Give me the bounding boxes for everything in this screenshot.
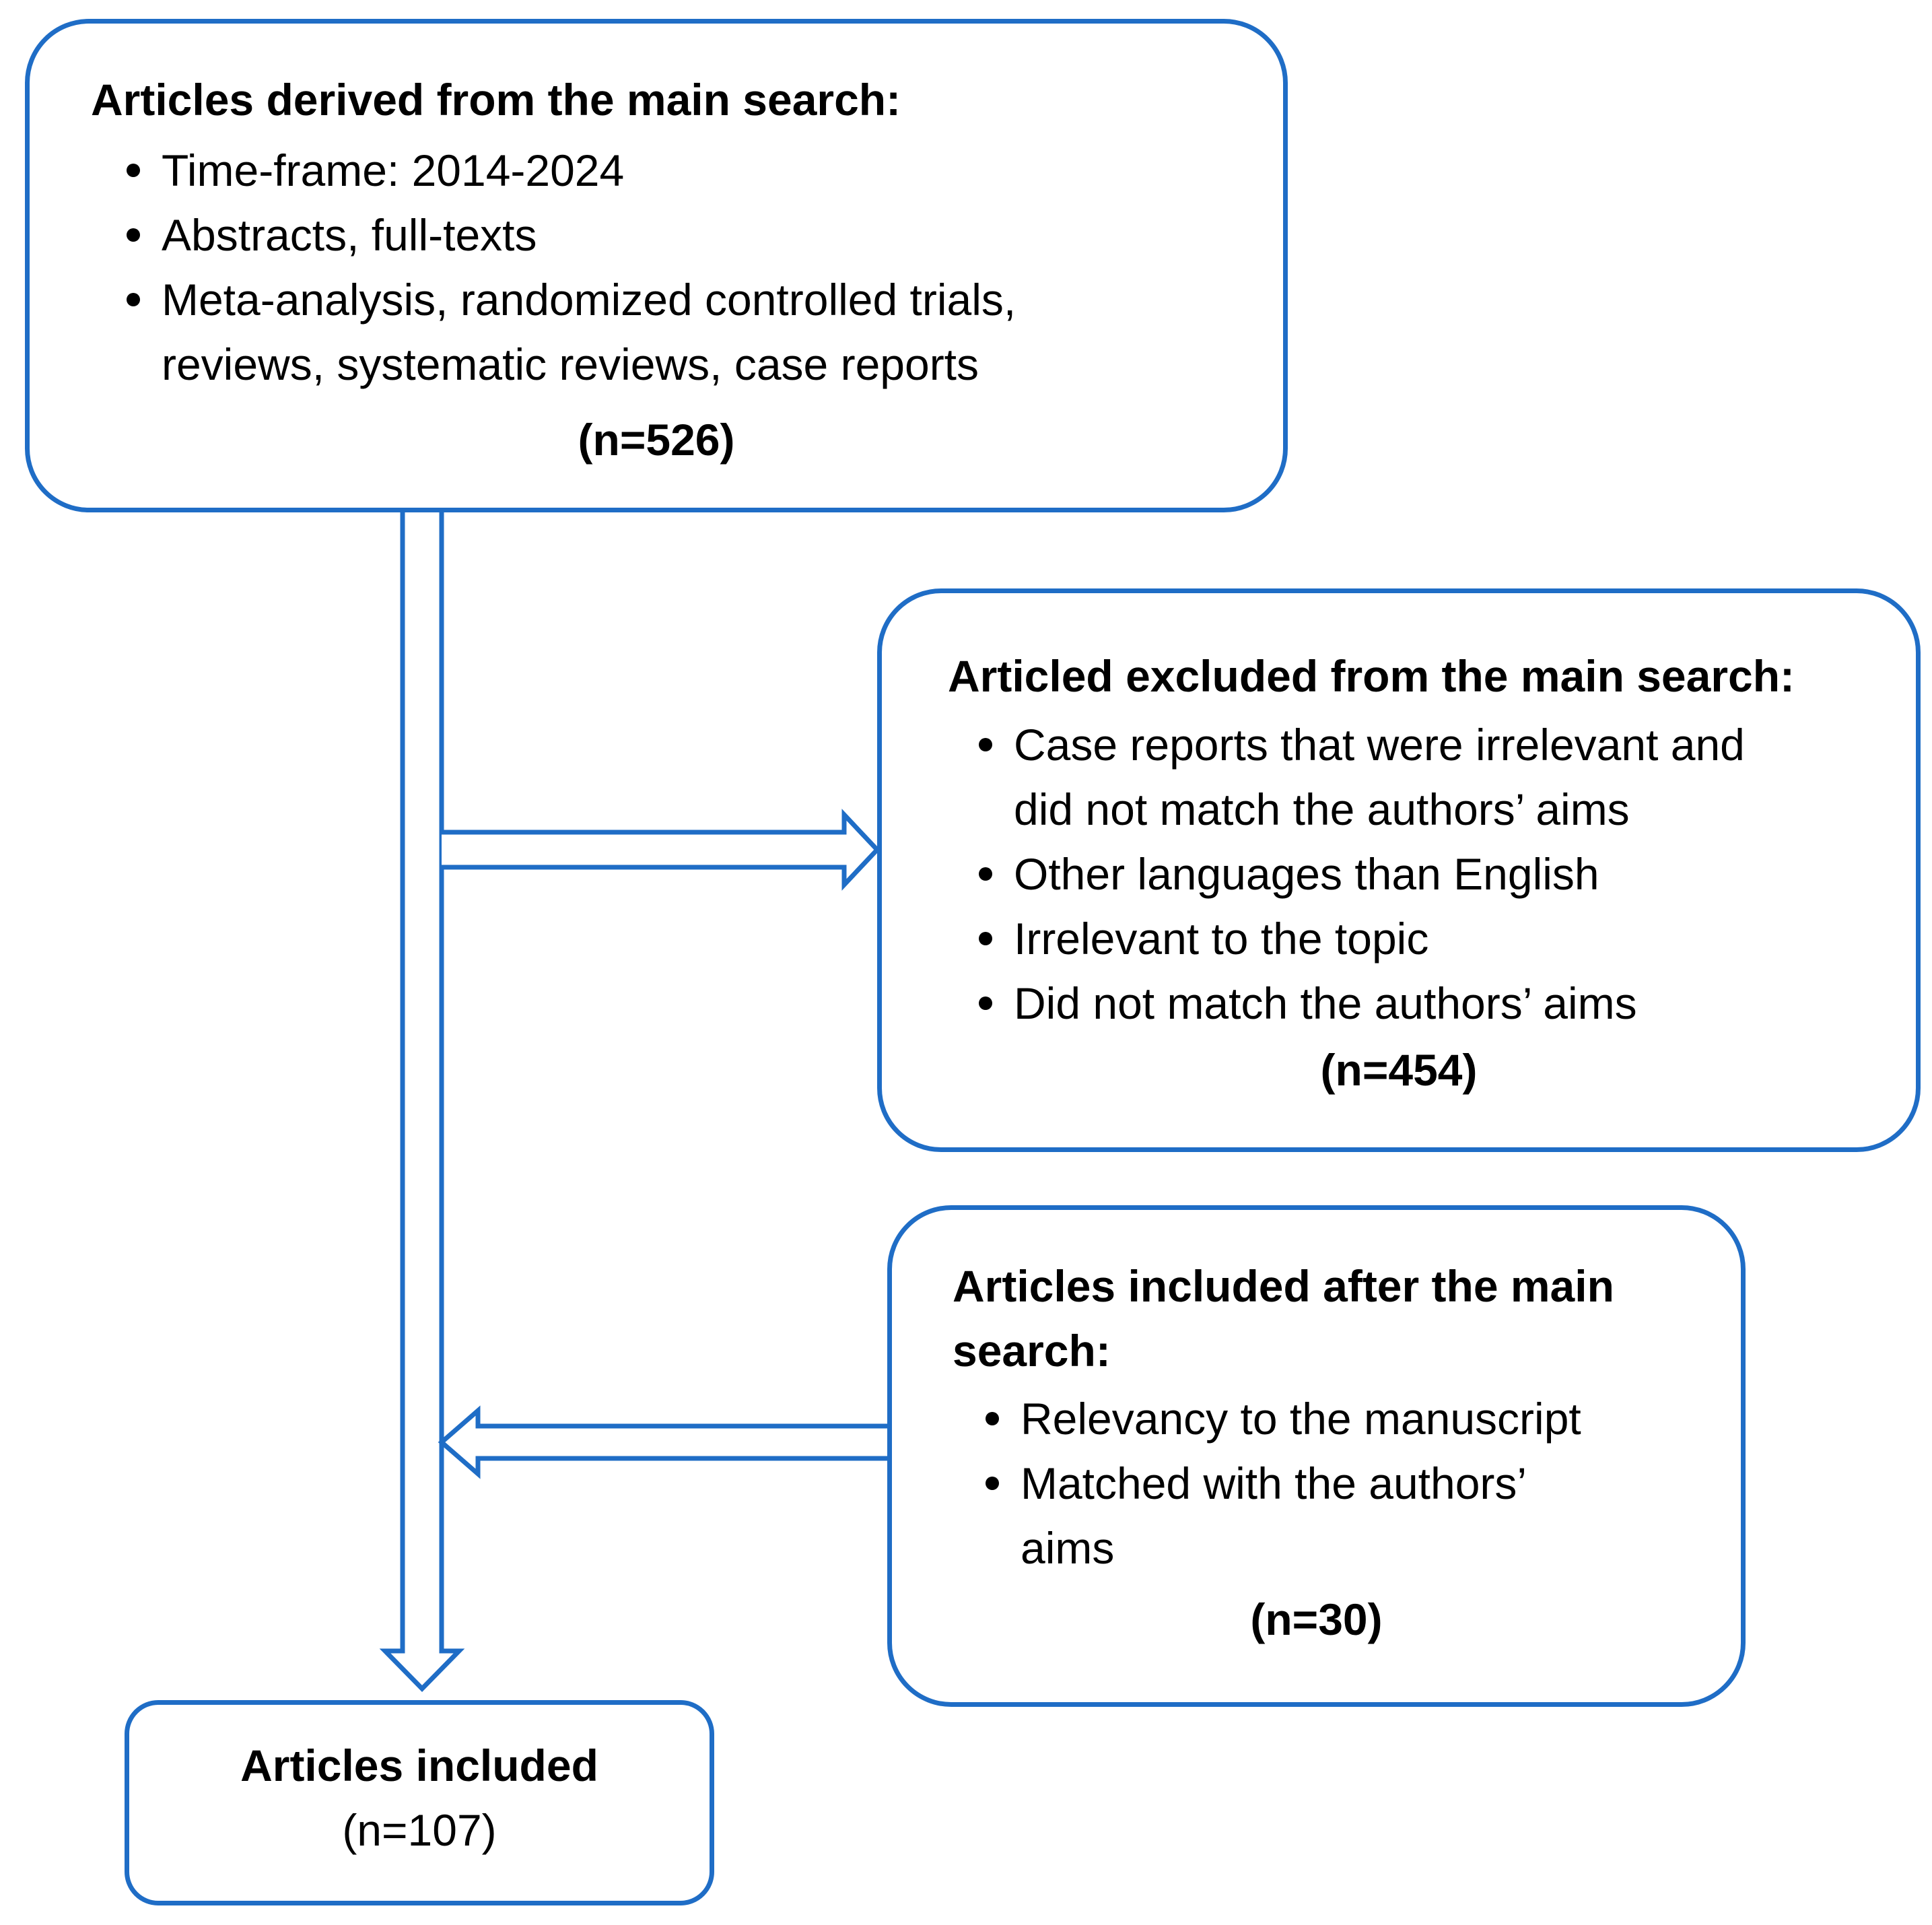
excluded-count: (n=454) xyxy=(1320,1045,1478,1095)
list-item: Did not match the authors’ aims xyxy=(976,971,1745,1036)
included-after-count: (n=30) xyxy=(1250,1594,1383,1644)
list-item: Meta-analysis, randomized controlled tri… xyxy=(124,267,1016,332)
list-item: Other languages than English xyxy=(976,842,1745,906)
list-item-continuation: reviews, systematic reviews, case report… xyxy=(162,339,979,389)
included-after-search-box: Articles included after the main search:… xyxy=(887,1205,1746,1707)
derived-articles-box: Articles derived from the main search: T… xyxy=(25,19,1288,512)
list-item: Relevancy to the manuscript xyxy=(983,1386,1581,1451)
list-item: Matched with the authors’ xyxy=(983,1451,1581,1516)
derived-count: (n=526) xyxy=(578,415,735,465)
final-title: Articles included xyxy=(240,1741,598,1790)
excluded-title: Articled excluded from the main search: xyxy=(948,651,1795,701)
included-after-criteria-list: Relevancy to the manuscript Matched with… xyxy=(983,1386,1581,1580)
list-item: Irrelevant to the topic xyxy=(976,906,1745,971)
derived-title: Articles derived from the main search: xyxy=(91,75,901,125)
excluded-articles-box: Articled excluded from the main search: … xyxy=(877,588,1921,1152)
included-after-title: Articles included after the main search: xyxy=(953,1261,1614,1376)
final-count: (n=107) xyxy=(342,1805,497,1855)
excluded-criteria-list: Case reports that were irrelevant and di… xyxy=(976,712,1745,1036)
derived-criteria-list: Time-frame: 2014-2024 Abstracts, full-te… xyxy=(124,138,1016,397)
main-down-arrow xyxy=(379,512,465,1692)
inclusion-arrow xyxy=(438,1405,887,1479)
list-item-continuation: aims xyxy=(1021,1523,1115,1573)
list-item: Time-frame: 2014-2024 xyxy=(124,138,1016,203)
list-item-continuation: did not match the authors’ aims xyxy=(1014,784,1630,834)
list-item: Case reports that were irrelevant and xyxy=(976,712,1745,777)
exclusion-arrow xyxy=(442,809,881,891)
list-item: Abstracts, full-texts xyxy=(124,203,1016,267)
articles-included-box: Articles included (n=107) xyxy=(125,1700,714,1905)
